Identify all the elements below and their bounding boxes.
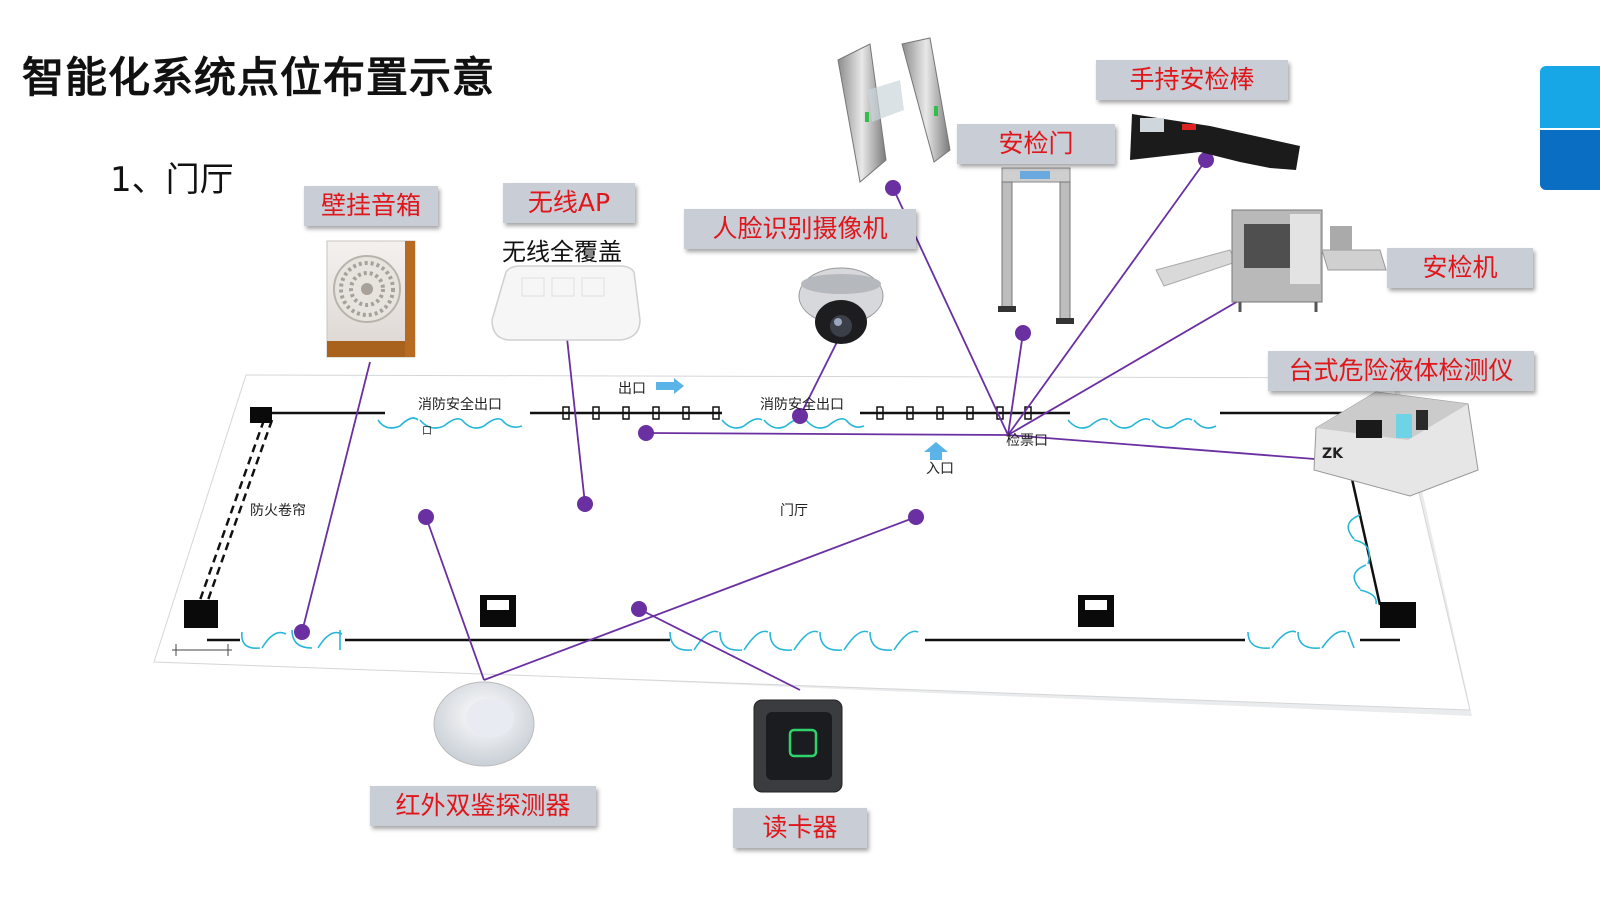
svg-text:ZK: ZK: [1322, 446, 1344, 462]
liquid-detector-image: ZK: [1313, 391, 1479, 497]
small-mark-text: 口: [422, 426, 432, 437]
fire-shutter-text: 防火卷帘: [250, 503, 306, 519]
xray-machine-label: 安检机: [1387, 248, 1533, 288]
face-camera-label: 人脸识别摄像机: [684, 209, 916, 249]
ir-detector-label: 红外双鉴探测器: [370, 786, 596, 826]
wireless-coverage-note: 无线全覆盖: [502, 238, 622, 266]
side-tab-dark[interactable]: [1540, 130, 1600, 190]
wireless-ap-label: 无线AP: [503, 183, 635, 223]
hall-text: 门厅: [780, 503, 808, 519]
connector-lines: [301, 159, 1367, 691]
section-subtitle: 1、门厅: [110, 160, 234, 200]
fire-exit-text-1: 消防安全出口: [418, 397, 502, 413]
exit-arrow: [656, 378, 684, 394]
turnstile-image: [837, 37, 951, 183]
card-reader-label: 读卡器: [733, 808, 867, 848]
page-title: 智能化系统点位布置示意: [22, 53, 496, 102]
side-tab-light[interactable]: [1540, 66, 1600, 128]
card-reader-image: [753, 699, 843, 793]
wireless-ap-image: [491, 265, 641, 341]
handheld-wand-label: 手持安检棒: [1096, 60, 1288, 100]
security-gate-label: 安检门: [957, 124, 1115, 164]
security-gate-image: [998, 167, 1074, 324]
wall-speaker-label: 壁挂音箱: [304, 186, 438, 226]
liquid-detector-label: 台式危险液体检测仪: [1268, 351, 1534, 391]
fire-exit-text-2: 消防安全出口: [760, 397, 844, 413]
wall-speaker-image: [326, 240, 416, 358]
door-swings: [241, 417, 1377, 651]
columns: [184, 407, 1416, 628]
ticket-check-text: 检票口: [1006, 433, 1048, 449]
walls: [198, 411, 1400, 642]
entrance-arrow: [924, 442, 948, 460]
entrance-text: 入口: [926, 461, 954, 477]
handheld-wand-image: [1130, 114, 1300, 170]
xray-machine-image: [1155, 209, 1387, 312]
gate-posts: [562, 406, 1032, 420]
exit-text: 出口: [618, 381, 646, 397]
dome-camera-image: [798, 267, 884, 344]
ir-detector-image: [433, 681, 535, 767]
